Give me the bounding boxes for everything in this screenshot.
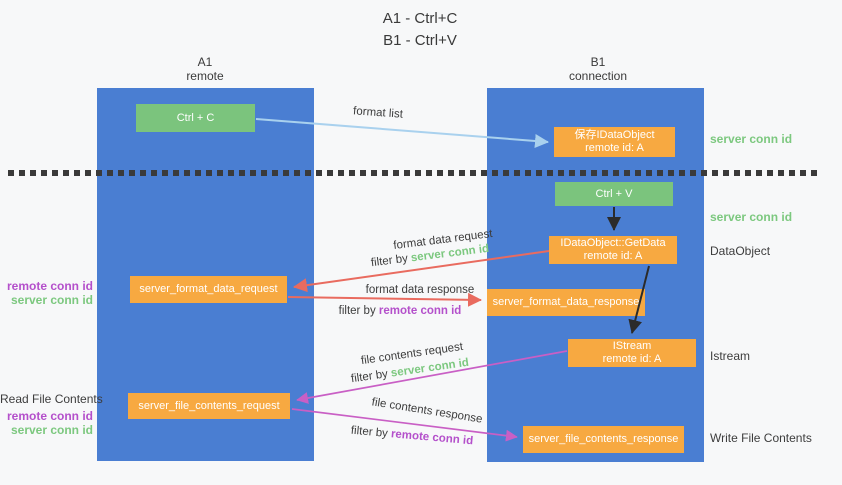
server-file-contents-request-label: server_file_contents_request xyxy=(138,399,280,412)
remote-conn-id-annotation-1: remote conn id xyxy=(6,279,93,293)
istream-line2: remote id: A xyxy=(602,353,662,365)
server-conn-id-annotation-mid: server conn id xyxy=(710,210,793,224)
server-conn-id-annotation-2: server conn id xyxy=(10,423,93,437)
column-a1-name: A1 xyxy=(197,55,213,69)
getdata-line1: IDataObject::GetData xyxy=(560,237,666,249)
remote-conn-id-annotation-2: remote conn id xyxy=(6,409,93,423)
ctrl-c-label: Ctrl + C xyxy=(176,111,215,124)
server-conn-id-annotation-1: server conn id xyxy=(10,293,93,307)
column-header-a1: A1 remote xyxy=(145,55,265,83)
column-b1-role: connection xyxy=(568,69,628,83)
istream-annotation: Istream xyxy=(710,349,751,363)
server-format-data-response-label: server_format_data_response xyxy=(492,296,640,308)
istream-box: IStream remote id: A xyxy=(568,339,696,367)
getdata-line2: remote id: A xyxy=(583,250,643,262)
idataobject-getdata-box: IDataObject::GetData remote id: A xyxy=(549,236,677,264)
save-idataobject-line1: 保存IDataObject xyxy=(574,129,655,141)
ctrl-v-label: Ctrl + V xyxy=(595,187,633,200)
format-list-label: format list xyxy=(352,105,404,121)
filter-by-text: filter by xyxy=(350,424,392,441)
filter-by-text: filter by xyxy=(370,252,412,270)
file-contents-response-label: file contents response xyxy=(370,396,484,426)
server-file-contents-response-box: server_file_contents_response xyxy=(523,426,684,453)
ctrl-v-box: Ctrl + V xyxy=(555,182,673,206)
ctrl-c-box: Ctrl + C xyxy=(136,104,255,132)
column-a1-role: remote xyxy=(186,69,224,83)
read-file-contents-annotation: Read File Contents xyxy=(0,392,103,406)
title-line-2: B1 - Ctrl+V xyxy=(383,32,457,49)
save-idataobject-line2: remote id: A xyxy=(585,142,644,154)
remote-conn-id-text: remote conn id xyxy=(378,305,462,317)
server-format-data-response-box: server_format_data_response xyxy=(487,289,645,316)
dataobject-annotation: DataObject xyxy=(710,244,771,258)
istream-line1: IStream xyxy=(612,340,652,352)
server-format-data-request-label: server_format_data_request xyxy=(139,283,278,295)
phase-separator-dotted-line xyxy=(8,170,820,176)
file-contents-response-filter-label: filter by remote conn id xyxy=(337,423,487,448)
server-format-data-request-box: server_format_data_request xyxy=(130,276,287,303)
server-file-contents-request-box: server_file_contents_request xyxy=(128,393,290,419)
write-file-contents-annotation: Write File Contents xyxy=(710,431,812,445)
title-line-1: A1 - Ctrl+C xyxy=(382,10,458,27)
save-idataobject-box: 保存IDataObject remote id: A xyxy=(554,127,675,157)
remote-conn-id-text: remote conn id xyxy=(390,428,474,448)
column-header-b1: B1 connection xyxy=(538,55,658,83)
format-data-response-filter-label: filter by remote conn id xyxy=(325,305,475,317)
column-b1-name: B1 xyxy=(590,55,606,69)
format-data-response-label: format data response xyxy=(365,284,475,296)
server-file-contents-response-label: server_file_contents_response xyxy=(528,433,679,445)
diagram-title: A1 - Ctrl+C B1 - Ctrl+V xyxy=(300,8,540,52)
filter-by-text: filter by xyxy=(338,305,379,317)
server-conn-id-annotation-top: server conn id xyxy=(710,132,793,146)
format-data-response-arrow xyxy=(287,292,482,307)
filter-by-text: filter by xyxy=(350,367,392,386)
